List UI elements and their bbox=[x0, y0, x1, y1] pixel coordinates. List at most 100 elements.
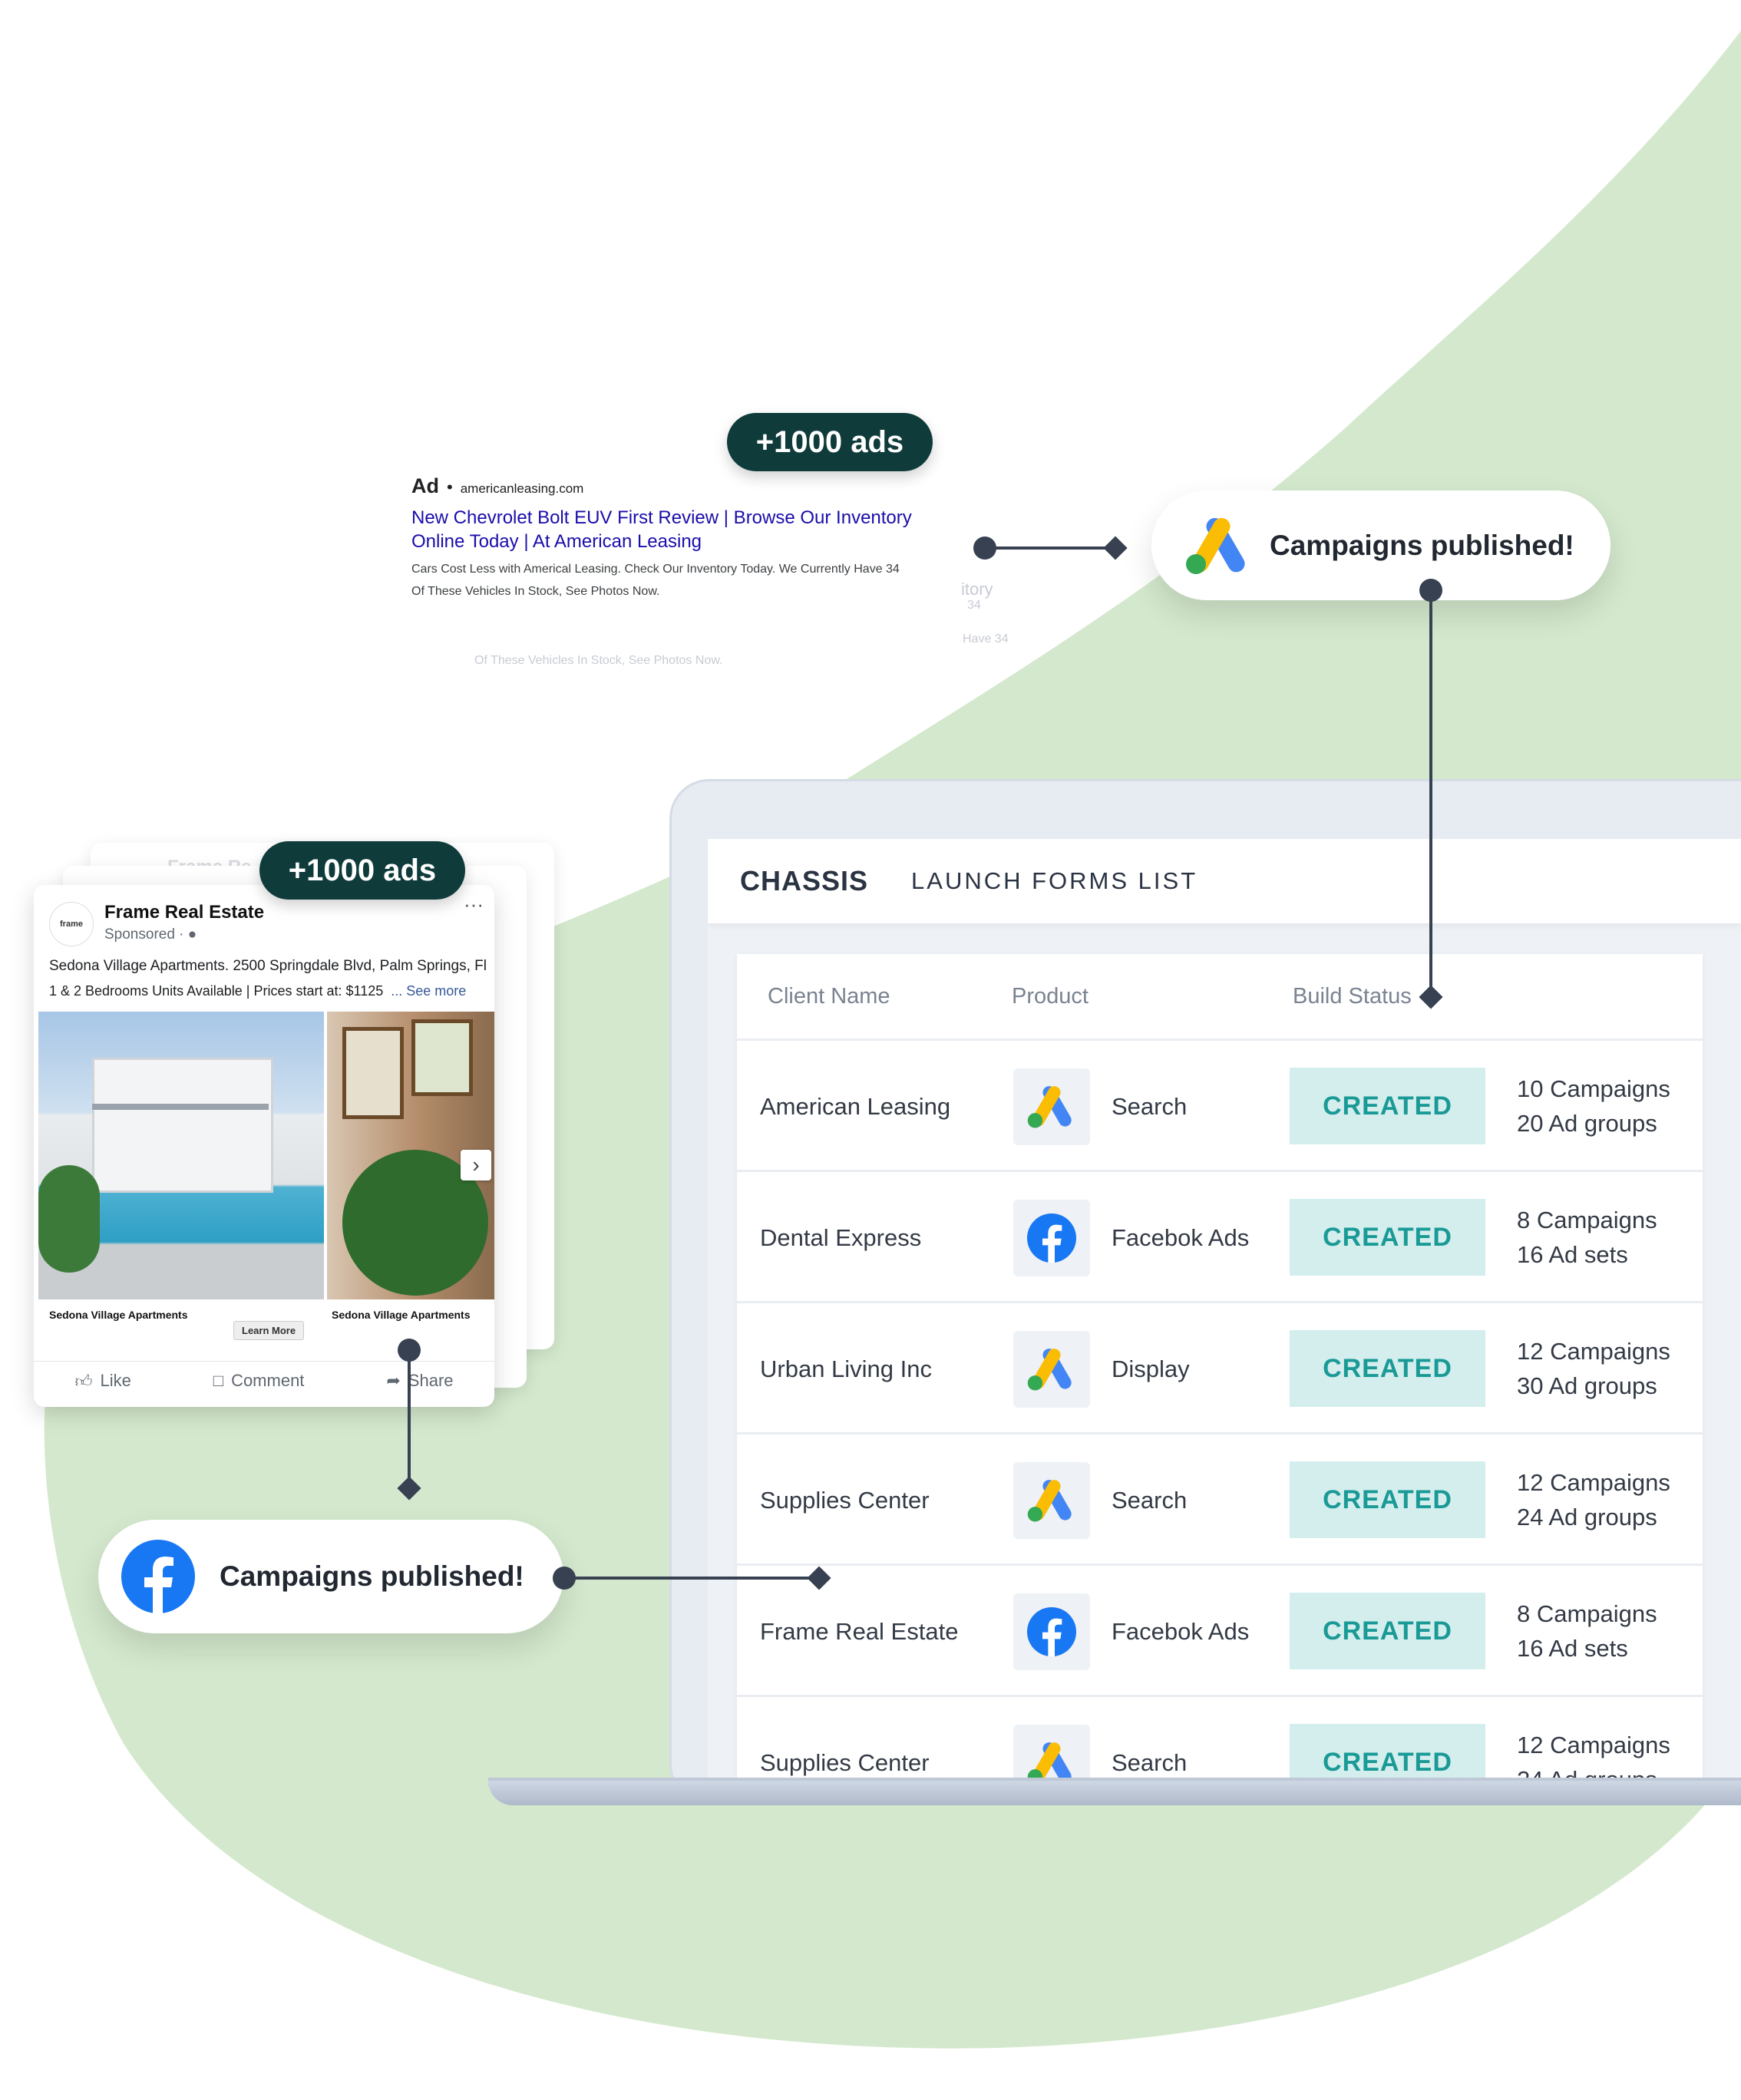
status-badge: CREATED bbox=[1290, 1461, 1485, 1538]
ghost-ad-text-right-3: Have 34 bbox=[963, 632, 1009, 646]
google-ads-icon bbox=[1027, 1349, 1072, 1391]
table-row[interactable]: Frame Real Estate Facebok Ads CREATED 8 Cam… bbox=[737, 1563, 1703, 1696]
column-header-product[interactable]: Product bbox=[1012, 983, 1089, 1009]
app-screen: CHASSIS LAUNCH FORMS LIST Client Name Pr… bbox=[708, 839, 1741, 1781]
share-icon: ➦ bbox=[386, 1371, 401, 1390]
group-count: 24 Ad groups bbox=[1517, 1504, 1657, 1530]
ghost-ad-text: Of These Vehicles In Stock, See Photos N… bbox=[474, 654, 723, 667]
facebook-ad-card: ··· frame Frame Real Estate Sponsored · … bbox=[34, 885, 494, 1407]
campaign-count: 12 Campaigns bbox=[1517, 1469, 1670, 1496]
separator-dot: • bbox=[447, 477, 453, 497]
campaign-count: 8 Campaigns bbox=[1517, 1600, 1657, 1627]
product-name: Display bbox=[1112, 1355, 1190, 1382]
page-name[interactable]: Frame Real Estate bbox=[104, 902, 265, 923]
connector-line bbox=[408, 1351, 411, 1488]
table-row[interactable]: Supplies Center Search CREATED 12 Campaigns… bbox=[737, 1695, 1703, 1781]
share-button[interactable]: ➦ Share bbox=[386, 1371, 453, 1391]
status-badge: CREATED bbox=[1290, 1724, 1485, 1781]
comment-label: Comment bbox=[231, 1371, 305, 1390]
facebook-icon bbox=[1027, 1607, 1076, 1656]
wall-frame bbox=[342, 1027, 404, 1119]
ad-headline-line1[interactable]: New Chevrolet Bolt EUV First Review | Br… bbox=[411, 507, 912, 528]
post-body-line1: Sedona Village Apartments. 2500 Springda… bbox=[49, 958, 487, 974]
carousel-next-icon[interactable]: › bbox=[461, 1150, 491, 1180]
carousel-image-interior[interactable] bbox=[327, 1012, 494, 1299]
platform-logo bbox=[1013, 1725, 1090, 1781]
product-name: Search bbox=[1112, 1487, 1188, 1514]
campaign-summary: 8 Campaigns 16 Ad sets bbox=[1517, 1203, 1657, 1272]
campaign-summary: 12 Campaigns 24 Ad groups bbox=[1517, 1465, 1670, 1534]
page-title: LAUNCH FORMS LIST bbox=[911, 867, 1198, 894]
status-badge: CREATED bbox=[1290, 1330, 1485, 1407]
campaign-count: 12 Campaigns bbox=[1517, 1338, 1670, 1365]
sponsored-label: Sponsored · ● bbox=[104, 926, 264, 943]
palm-foliage bbox=[38, 1165, 100, 1273]
google-ads-icon bbox=[1186, 517, 1245, 574]
comment-icon: □ bbox=[213, 1371, 224, 1390]
product-name: Search bbox=[1112, 1749, 1188, 1776]
ad-headline[interactable]: New Chevrolet Bolt EUV First Review | Br… bbox=[411, 506, 964, 553]
see-more-link[interactable]: ... See more bbox=[391, 983, 467, 999]
client-name[interactable]: Frame Real Estate bbox=[760, 1618, 959, 1645]
client-name[interactable]: Supplies Center bbox=[760, 1749, 930, 1776]
post-body-line2: 1 & 2 Bedrooms Units Available | Prices … bbox=[49, 983, 466, 999]
group-count: 16 Ad sets bbox=[1517, 1241, 1628, 1268]
platform-logo bbox=[1013, 1593, 1090, 1670]
learn-more-button[interactable]: Learn More bbox=[233, 1321, 305, 1340]
thumbs-up-icon: 👍︎ bbox=[74, 1371, 93, 1391]
campaign-count: 10 Campaigns bbox=[1517, 1075, 1670, 1102]
ad-domain[interactable]: americanleasing.com bbox=[460, 481, 584, 496]
client-name[interactable]: American Leasing bbox=[760, 1093, 951, 1120]
client-name[interactable]: Urban Living Inc bbox=[760, 1355, 933, 1382]
more-options-icon[interactable]: ··· bbox=[464, 893, 484, 916]
brand-logo[interactable]: CHASSIS bbox=[740, 865, 869, 896]
ad-description-line1: Cars Cost Less with Americal Leasing. Ch… bbox=[411, 563, 900, 576]
status-badge: CREATED bbox=[1290, 1593, 1485, 1669]
house-shape bbox=[92, 1058, 273, 1193]
campaign-count: 8 Campaigns bbox=[1517, 1207, 1657, 1233]
product-name: Facebok Ads bbox=[1112, 1618, 1250, 1645]
status-badge: CREATED bbox=[1290, 1199, 1485, 1276]
post-body-line2-text: 1 & 2 Bedrooms Units Available | Prices … bbox=[49, 983, 384, 999]
campaign-count: 12 Campaigns bbox=[1517, 1732, 1670, 1758]
client-name[interactable]: Dental Express bbox=[760, 1224, 922, 1251]
facebook-campaigns-published: Campaigns published! bbox=[98, 1520, 563, 1633]
wall-frame-2 bbox=[411, 1019, 473, 1096]
ad-headline-line2[interactable]: Online Today | At American Leasing bbox=[411, 531, 702, 552]
carousel-caption-1: Sedona Village Apartments bbox=[49, 1309, 188, 1321]
google-ads-count-pill: +1000 ads bbox=[727, 413, 933, 471]
connector-line bbox=[565, 1577, 818, 1580]
carousel-image-house[interactable] bbox=[38, 1012, 324, 1299]
share-label: Share bbox=[408, 1371, 454, 1390]
ad-description: Cars Cost Less with Americal Leasing. Ch… bbox=[411, 558, 964, 603]
column-header-build-status[interactable]: Build Status bbox=[1293, 983, 1412, 1009]
google-search-ad: Ad • americanleasing.com New Chevrolet B… bbox=[411, 474, 964, 603]
launch-forms-table: Client Name Product Build Status America… bbox=[737, 954, 1703, 1781]
ghost-ad-text-right-2: 34 bbox=[967, 599, 981, 612]
platform-logo bbox=[1013, 1462, 1090, 1539]
facebook-icon bbox=[1027, 1213, 1076, 1263]
like-label: Like bbox=[100, 1371, 131, 1390]
fb-post-header: frame Frame Real Estate Sponsored · ● bbox=[49, 902, 264, 946]
ad-label: Ad bbox=[411, 474, 439, 497]
product-name: Search bbox=[1112, 1093, 1188, 1120]
table-row[interactable]: Supplies Center Search CREATED 12 Campaigns… bbox=[737, 1432, 1703, 1565]
carousel-caption-2: Sedona Village Apartments bbox=[332, 1309, 471, 1321]
page-avatar[interactable]: frame bbox=[49, 902, 94, 946]
column-header-client-name[interactable]: Client Name bbox=[768, 983, 890, 1009]
google-campaigns-published: Campaigns published! bbox=[1151, 490, 1611, 600]
group-count: 20 Ad groups bbox=[1517, 1110, 1657, 1137]
table-row[interactable]: Urban Living Inc Display CREATED 12 Campaig… bbox=[737, 1301, 1703, 1434]
ad-description-line2: Of These Vehicles In Stock, See Photos N… bbox=[411, 585, 660, 598]
ghost-ad-text-right-1: itory bbox=[961, 579, 993, 599]
client-name[interactable]: Supplies Center bbox=[760, 1487, 930, 1514]
like-button[interactable]: 👍︎ Like bbox=[74, 1371, 130, 1392]
laptop-base bbox=[488, 1781, 1741, 1805]
comment-button[interactable]: □ Comment bbox=[213, 1371, 305, 1391]
google-ads-icon bbox=[1027, 1742, 1072, 1781]
campaigns-published-label: Campaigns published! bbox=[220, 1560, 524, 1592]
sponsored-text: Sponsored · bbox=[104, 926, 184, 943]
